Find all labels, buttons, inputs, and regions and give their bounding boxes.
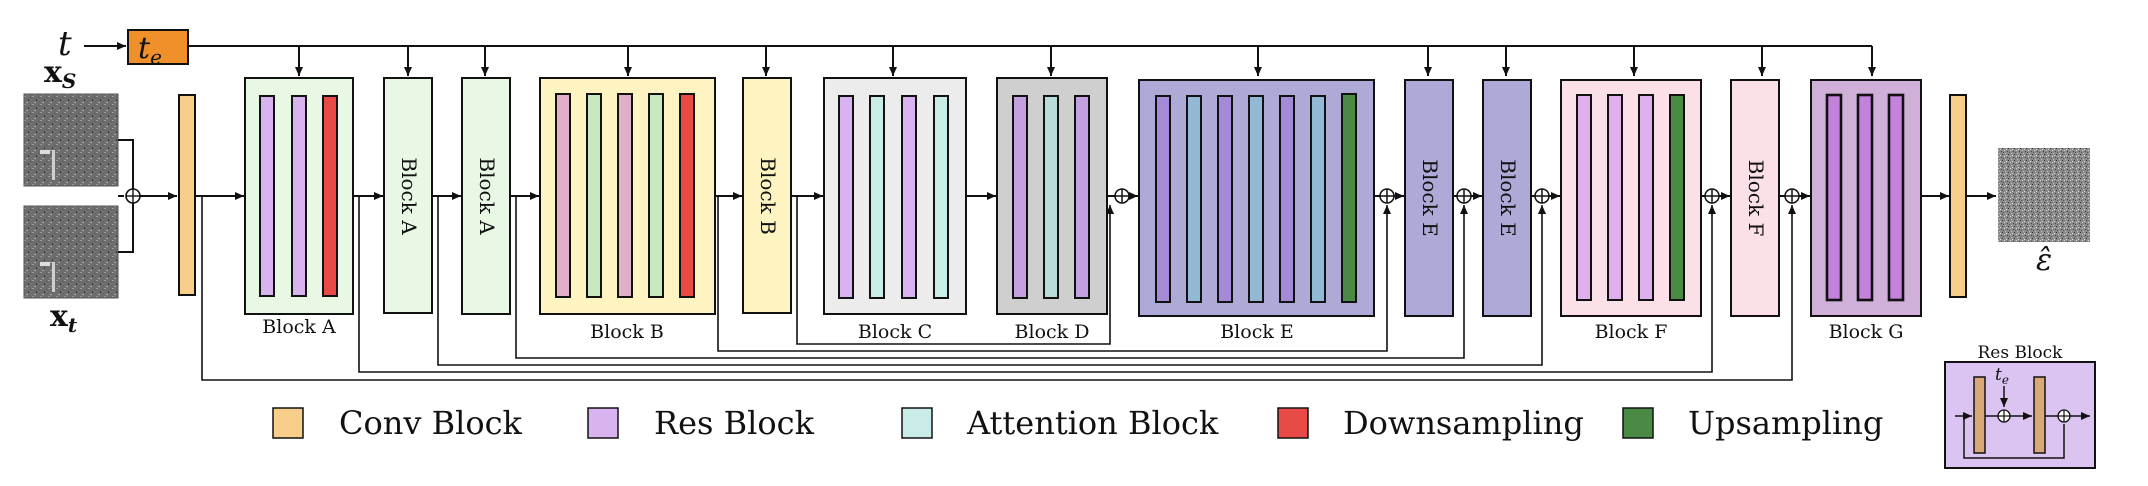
legend-swatch-down (1277, 407, 1309, 439)
block-a-second (383, 77, 433, 314)
block-d-caption: Block D (1015, 321, 1090, 343)
te-label: te (138, 31, 162, 69)
res-inset-te-label: te (1995, 365, 2009, 387)
xs-label: xS (44, 55, 76, 93)
xt-label: xt (50, 299, 78, 337)
block-e-third-label: Block E (1496, 159, 1520, 236)
noisy-target-image (23, 205, 119, 299)
block-f-caption: Block F (1595, 321, 1668, 343)
res-block-inset: Res Block te (1944, 343, 2096, 469)
input-conv-block (178, 94, 196, 296)
legend: Conv Block Res Block Attention Block Dow… (272, 404, 1883, 442)
concat-ops (1114, 188, 1800, 204)
legend-swatch-res (587, 407, 619, 439)
block-e-caption: Block E (1220, 321, 1294, 343)
res-block-inset-title: Res Block (1978, 343, 2064, 363)
block-g-caption: Block G (1829, 321, 1904, 343)
predicted-noise-image (1998, 148, 2090, 242)
block-e-third (1482, 79, 1532, 317)
block-a-third-label: Block A (475, 157, 499, 235)
legend-label-res: Res Block (654, 404, 815, 442)
source-image (23, 93, 119, 187)
skip-connections (201, 196, 1793, 381)
block-e-second (1404, 79, 1454, 317)
block-b-second (742, 77, 792, 314)
t-label: t (58, 24, 72, 64)
block-b-caption: Block B (590, 321, 664, 343)
block-b-second-label: Block B (756, 157, 780, 235)
legend-label-conv: Conv Block (339, 404, 523, 442)
legend-label-attention: Attention Block (966, 404, 1219, 442)
block-a-third (461, 77, 511, 315)
block-f-second-label: Block F (1744, 160, 1768, 237)
block-c-caption: Block C (858, 321, 932, 343)
legend-swatch-attention (901, 407, 933, 439)
output-conv-block (1949, 94, 1967, 298)
output-label: ε̂ (2036, 243, 2052, 278)
block-f-second (1730, 79, 1780, 317)
legend-label-up: Upsampling (1688, 404, 1883, 442)
legend-swatch-up (1622, 407, 1654, 439)
time-drops (295, 46, 1876, 76)
block-e-second-label: Block E (1418, 159, 1442, 236)
block-a-second-label: Block A (397, 157, 421, 235)
legend-label-down: Downsampling (1343, 404, 1584, 442)
block-a-caption: Block A (262, 316, 336, 338)
concat-op (125, 188, 141, 204)
legend-swatch-conv (272, 407, 304, 439)
